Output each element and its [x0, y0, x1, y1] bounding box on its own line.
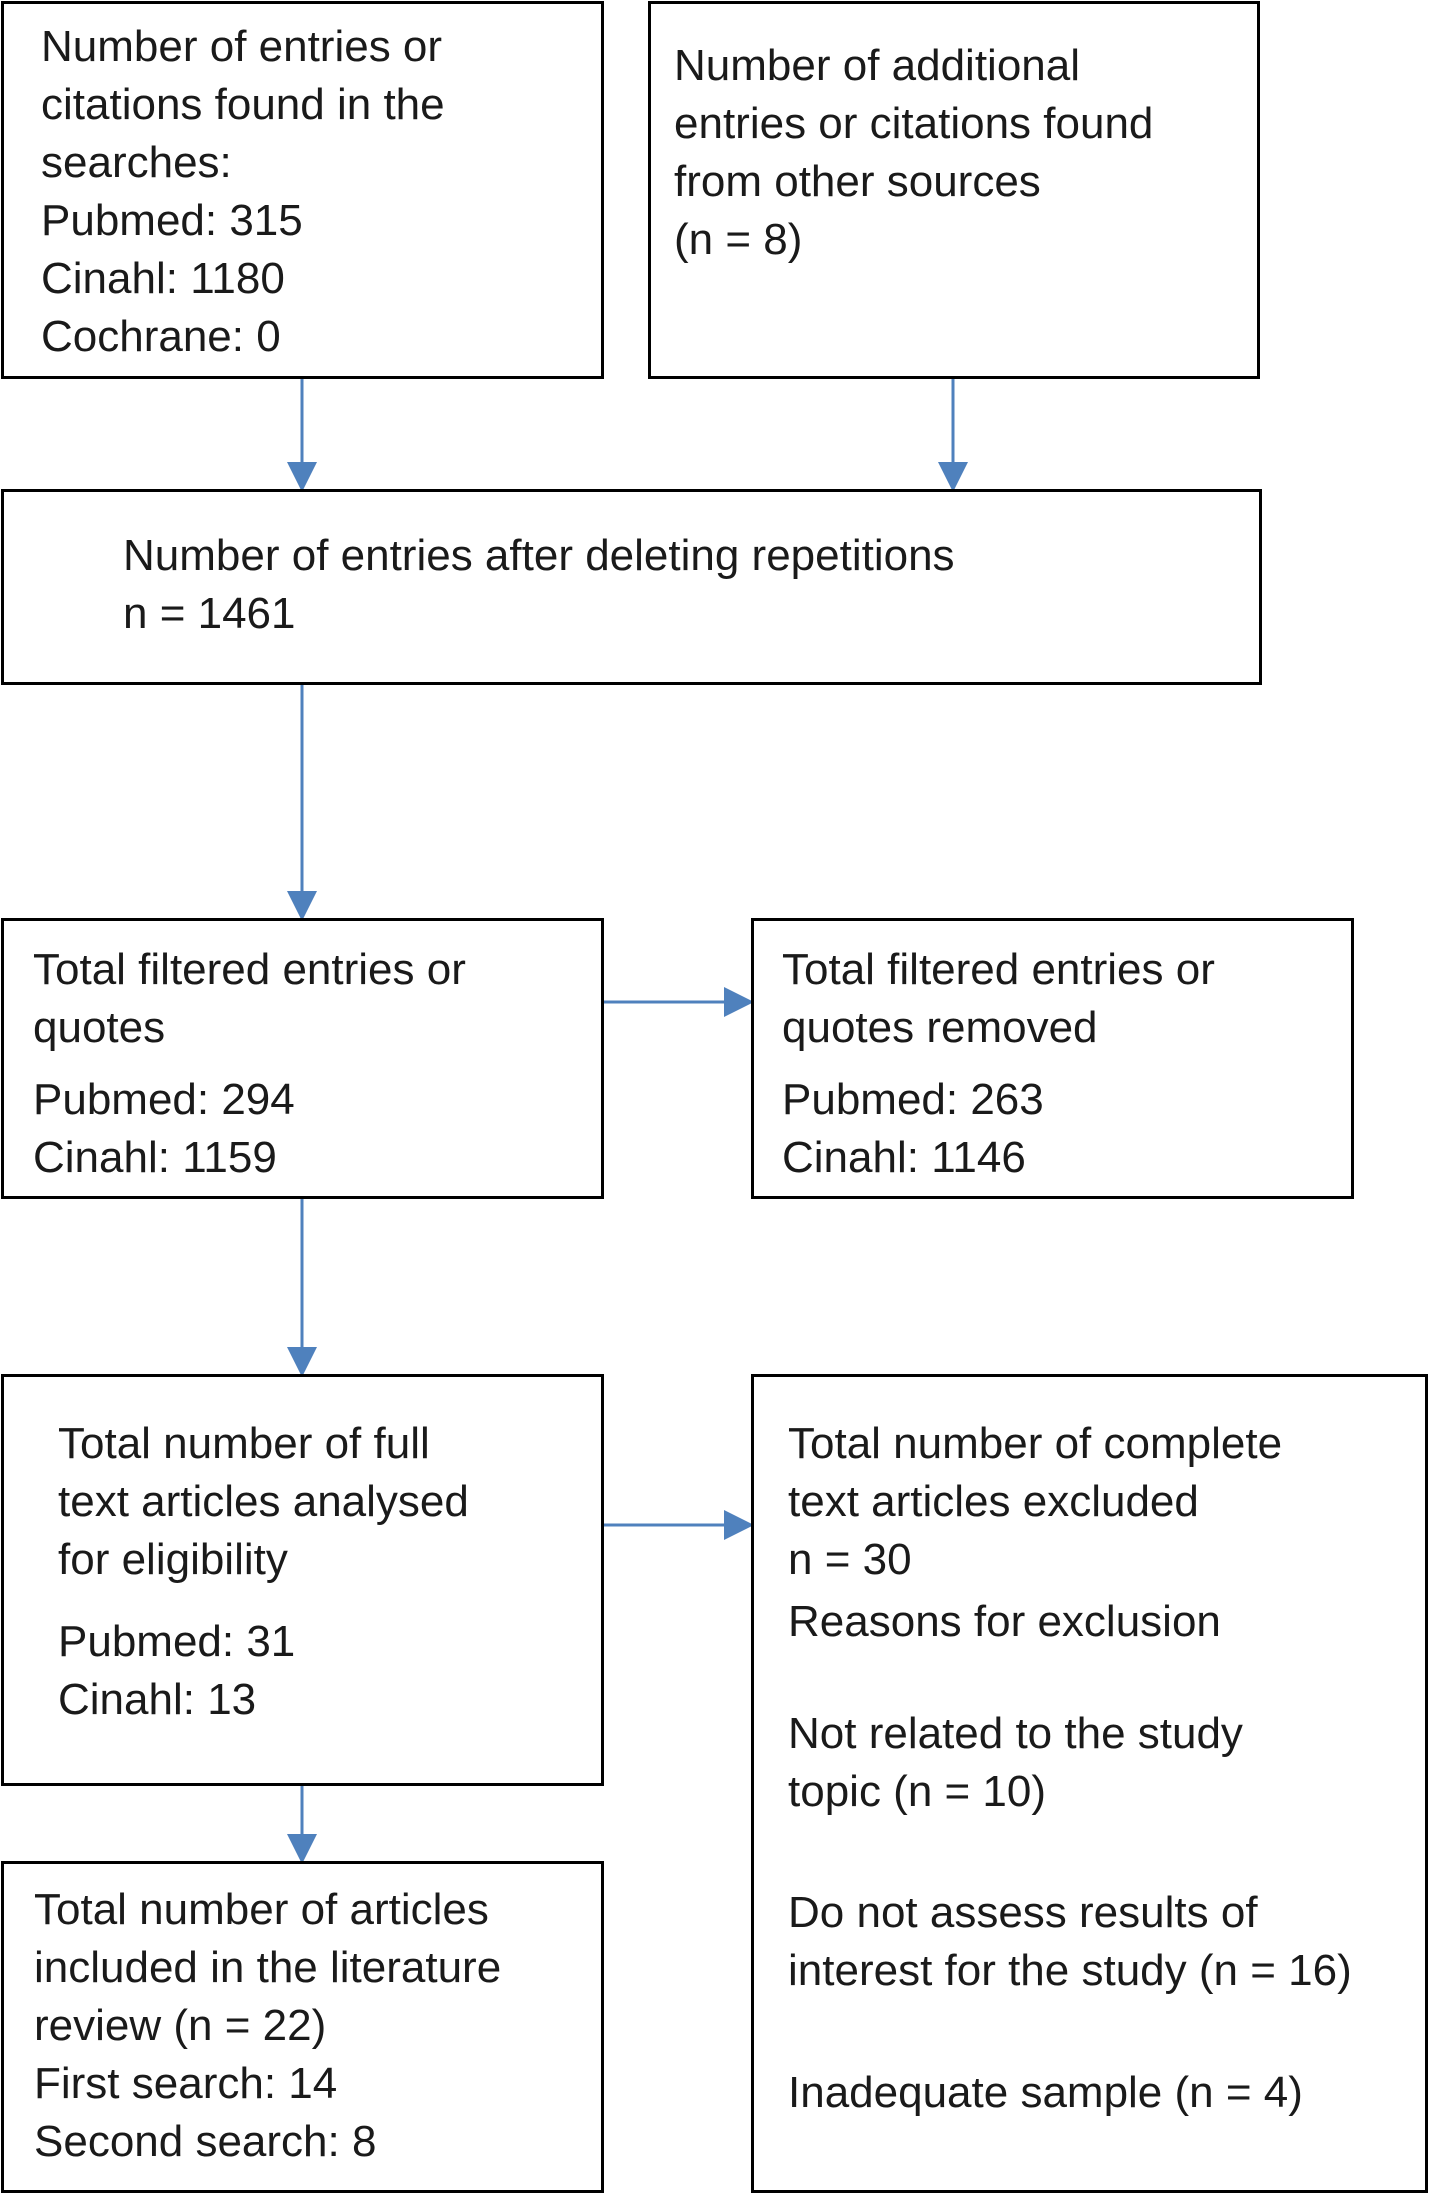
removed-line-2: quotes removed [782, 1003, 1098, 1052]
box-searches: Number of entries or citations found in … [1, 1, 604, 379]
fulltext-line-1: Total number of full [58, 1419, 430, 1468]
included-line-3: review (n = 22) [34, 2001, 327, 2050]
filtered-count-pubmed: Pubmed: 294 [33, 1075, 295, 1124]
dedup-line-1: Number of entries after deleting repetit… [123, 531, 955, 580]
removed-count-cinahl: Cinahl: 1146 [782, 1133, 1026, 1182]
box-additional: Number of additional entries or citation… [648, 1, 1260, 379]
excluded-reason-2-line-1: Do not assess results of [788, 1888, 1258, 1937]
excluded-reason-1-line-1: Not related to the study [788, 1709, 1243, 1758]
fulltext-count-cinahl: Cinahl: 13 [58, 1675, 257, 1724]
fulltext-line-2: text articles analysed [58, 1477, 469, 1526]
searches-count-pubmed: Pubmed: 315 [41, 196, 303, 245]
searches-count-cinahl: Cinahl: 1180 [41, 254, 285, 303]
box-fulltext: Total number of full text articles analy… [1, 1374, 604, 1786]
excluded-reasons-title: Reasons for exclusion [788, 1597, 1221, 1646]
dedup-line-2: n = 1461 [123, 589, 296, 638]
searches-line-3: searches: [41, 138, 232, 187]
searches-line-1: Number of entries or [41, 22, 443, 71]
included-line-5: Second search: 8 [34, 2117, 377, 2166]
removed-line-1: Total filtered entries or [782, 945, 1215, 994]
excluded-line-2: text articles excluded [788, 1477, 1199, 1526]
excluded-reason-2-line-2: interest for the study (n = 16) [788, 1946, 1352, 1995]
box-excluded: Total number of complete text articles e… [751, 1374, 1428, 2193]
excluded-line-1: Total number of complete [788, 1419, 1283, 1468]
excluded-reason-3: Inadequate sample (n = 4) [788, 2068, 1303, 2117]
box-filtered: Total filtered entries or quotes Pubmed:… [1, 918, 604, 1199]
filtered-line-2: quotes [33, 1003, 166, 1052]
searches-line-2: citations found in the [41, 80, 445, 129]
excluded-reason-1-line-2: topic (n = 10) [788, 1767, 1047, 1816]
fulltext-line-3: for eligibility [58, 1535, 288, 1584]
filtered-count-cinahl: Cinahl: 1159 [33, 1133, 277, 1182]
box-included: Total number of articles included in the… [1, 1861, 604, 2193]
box-removed: Total filtered entries or quotes removed… [751, 918, 1354, 1199]
included-line-1: Total number of articles [34, 1885, 489, 1934]
additional-line-2: entries or citations found [674, 99, 1154, 148]
searches-count-cochrane: Cochrane: 0 [41, 312, 281, 361]
additional-line-4: (n = 8) [674, 215, 803, 264]
filtered-line-1: Total filtered entries or [33, 945, 466, 994]
included-line-2: included in the literature [34, 1943, 502, 1992]
additional-line-3: from other sources [674, 157, 1041, 206]
excluded-line-3: n = 30 [788, 1535, 912, 1584]
fulltext-count-pubmed: Pubmed: 31 [58, 1617, 296, 1666]
included-line-4: First search: 14 [34, 2059, 338, 2108]
additional-line-1: Number of additional [674, 41, 1081, 90]
removed-count-pubmed: Pubmed: 263 [782, 1075, 1044, 1124]
box-deduplicated: Number of entries after deleting repetit… [1, 489, 1262, 685]
